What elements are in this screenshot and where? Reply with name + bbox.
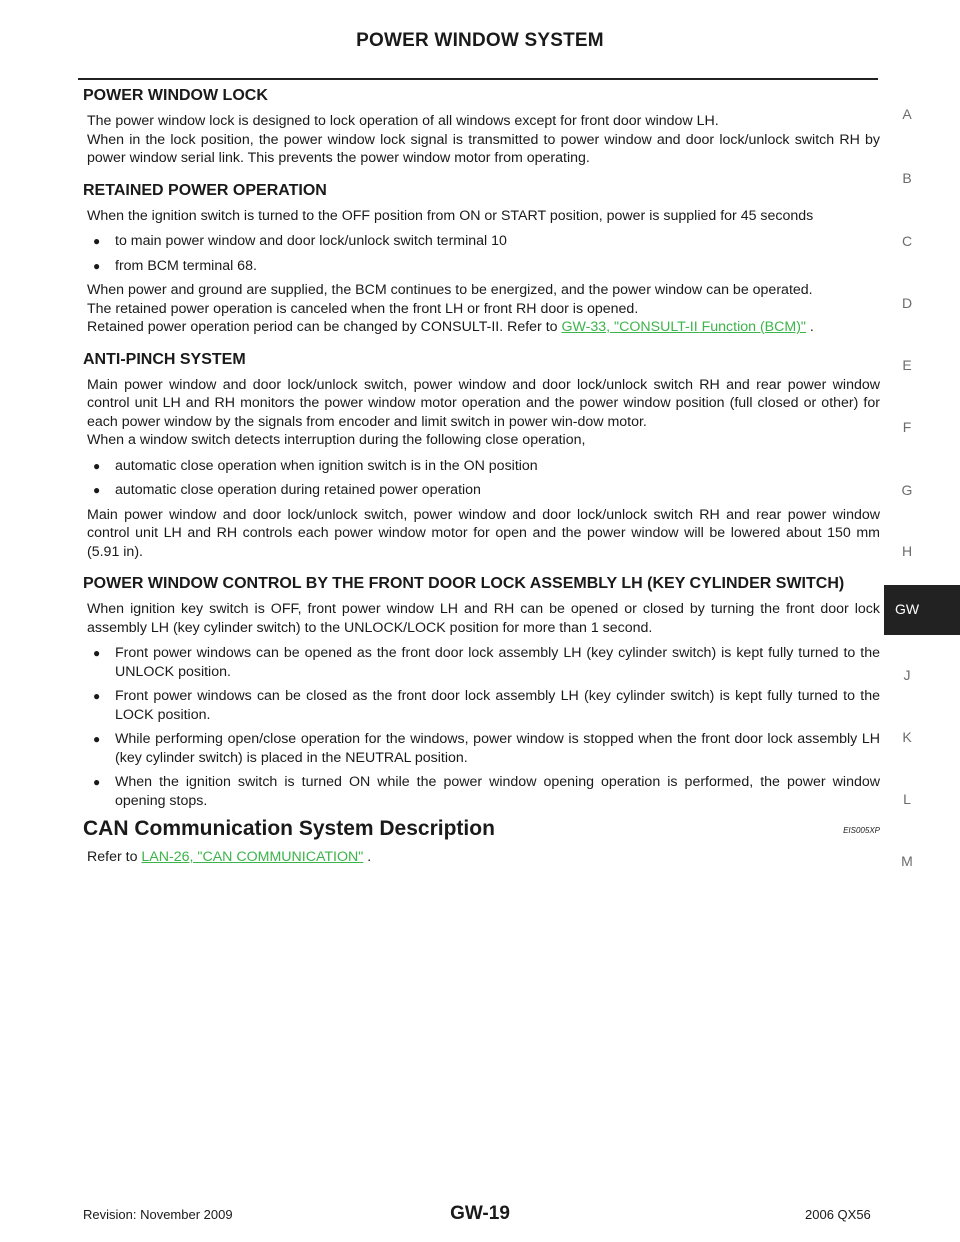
- paragraph: When ignition key switch is OFF, front p…: [87, 601, 880, 636]
- list-item: ●When the ignition switch is turned ON w…: [93, 774, 880, 809]
- paragraph: When power and ground are supplied, the …: [87, 282, 813, 298]
- section-body-retained-power: When the ignition switch is turned to th…: [87, 207, 880, 337]
- list-item: ●to main power window and door lock/unlo…: [93, 233, 507, 249]
- section-body-anti-pinch: Main power window and door lock/unlock s…: [87, 376, 880, 562]
- reference-code: EIS005XP: [843, 826, 880, 835]
- bullet-icon: ●: [93, 483, 101, 497]
- section-index-m[interactable]: M: [901, 853, 913, 869]
- can-section-header: CAN Communication System Description EIS…: [83, 816, 880, 842]
- section-heading-key-cylinder: POWER WINDOW CONTROL BY THE FRONT DOOR L…: [83, 575, 845, 592]
- section-index-a[interactable]: A: [902, 106, 912, 122]
- revision-date: Revision: November 2009: [83, 1207, 233, 1222]
- list-item: ●While performing open/close operation f…: [93, 731, 880, 766]
- section-index-h[interactable]: H: [901, 543, 913, 559]
- bullet-icon: ●: [93, 646, 101, 660]
- section-index-g[interactable]: G: [901, 482, 913, 498]
- section-index-d[interactable]: D: [901, 295, 913, 311]
- list-item: ●from BCM terminal 68.: [93, 257, 257, 274]
- section-index-gw-active[interactable]: GW: [884, 585, 960, 635]
- section-index-j[interactable]: J: [903, 667, 911, 683]
- page-number: GW-19: [450, 1203, 510, 1224]
- section-index-f[interactable]: F: [902, 419, 912, 435]
- bullet-list: ●to main power window and door lock/unlo…: [87, 232, 880, 275]
- bullet-list: ●automatic close operation when ignition…: [87, 457, 880, 500]
- consult-ii-function-link[interactable]: GW-33, "CONSULT-II Function (BCM)": [561, 319, 806, 335]
- section-heading-power-window-lock: POWER WINDOW LOCK: [83, 87, 268, 104]
- main-content: POWER WINDOW LOCK The power window lock …: [83, 86, 880, 874]
- list-item: ●automatic close operation during retain…: [93, 482, 481, 498]
- section-index-b[interactable]: B: [902, 170, 912, 186]
- page-title: POWER WINDOW SYSTEM: [356, 30, 604, 51]
- section-heading-retained-power: RETAINED POWER OPERATION: [83, 181, 327, 199]
- paragraph: The power window lock is designed to loc…: [87, 113, 719, 129]
- list-item: ●automatic close operation when ignition…: [93, 457, 538, 474]
- section-body-power-window-lock: The power window lock is designed to loc…: [87, 112, 880, 168]
- section-index-gw-label: GW: [894, 601, 920, 617]
- paragraph: Main power window and door lock/unlock s…: [87, 506, 880, 560]
- bullet-icon: ●: [93, 775, 101, 789]
- header-divider: [78, 78, 878, 80]
- bullet-icon: ●: [93, 234, 101, 248]
- bullet-icon: ●: [93, 458, 101, 473]
- section-heading-can-communication: CAN Communication System Description: [83, 817, 495, 840]
- section-body-key-cylinder: When ignition key switch is OFF, front p…: [87, 600, 880, 810]
- section-index-k[interactable]: K: [902, 729, 912, 745]
- section-index-c[interactable]: C: [901, 233, 913, 249]
- paragraph: When in the lock position, the power win…: [87, 131, 880, 167]
- section-heading-anti-pinch: ANTI-PINCH SYSTEM: [83, 350, 246, 368]
- bullet-icon: ●: [93, 258, 101, 273]
- section-body-can-communication: Refer to LAN-26, "CAN COMMUNICATION" .: [87, 848, 880, 867]
- section-index-sidebar: A B C D E F G H J K L M: [884, 0, 960, 1242]
- bullet-icon: ●: [93, 689, 101, 703]
- paragraph: The retained power operation is canceled…: [87, 300, 639, 317]
- section-index-l[interactable]: L: [903, 791, 911, 807]
- paragraph: Refer to LAN-26, "CAN COMMUNICATION" .: [87, 849, 372, 865]
- paragraph: When a window switch detects interruptio…: [87, 432, 586, 448]
- list-item: ●Front power windows can be opened as th…: [93, 645, 880, 680]
- paragraph: Main power window and door lock/unlock s…: [87, 376, 880, 430]
- paragraph: When the ignition switch is turned to th…: [87, 207, 814, 224]
- section-index-e[interactable]: E: [902, 357, 912, 373]
- paragraph: Retained power operation period can be c…: [87, 319, 814, 335]
- bullet-icon: ●: [93, 732, 101, 746]
- list-item: ●Front power windows can be closed as th…: [93, 688, 880, 723]
- model-year: 2006 QX56: [805, 1207, 871, 1222]
- can-communication-link[interactable]: LAN-26, "CAN COMMUNICATION": [141, 849, 364, 865]
- bullet-list: ●Front power windows can be opened as th…: [87, 644, 880, 810]
